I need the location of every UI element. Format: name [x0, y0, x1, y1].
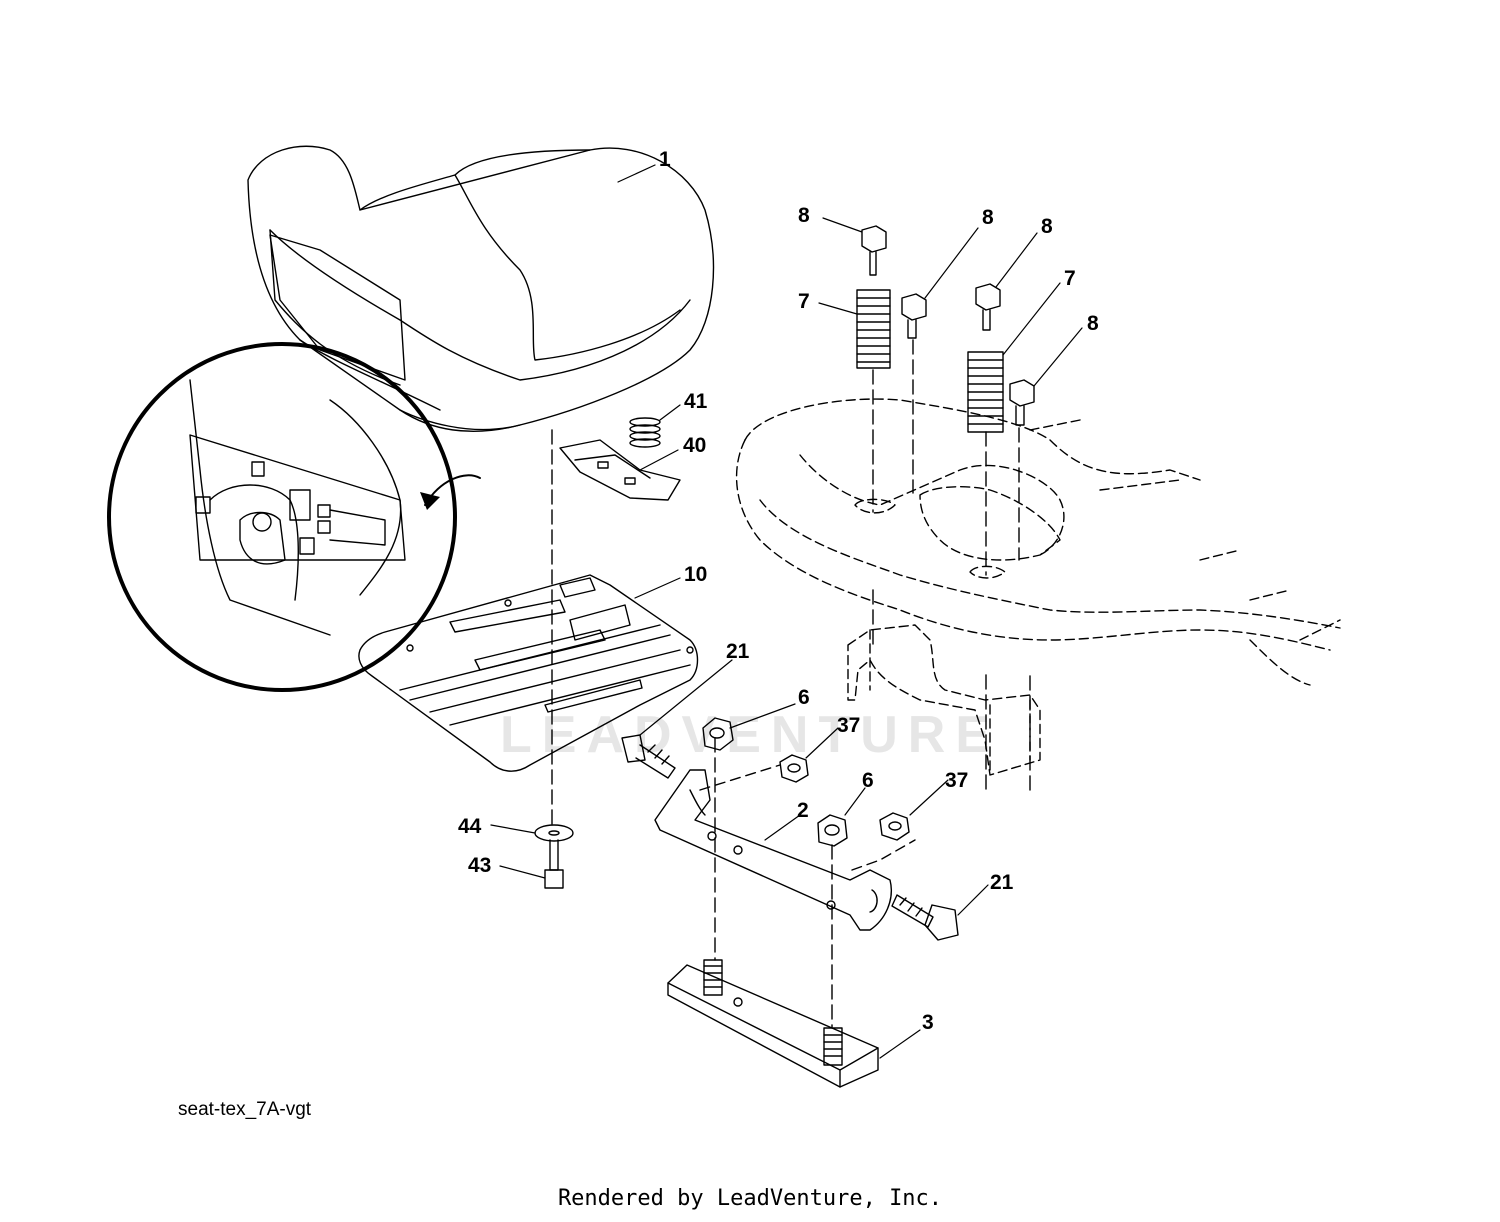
- nut-37-upper: [779, 754, 809, 783]
- bolt-21-left: [621, 734, 676, 779]
- bolt-8-d: [1009, 379, 1035, 426]
- spring-41: [629, 417, 661, 448]
- callout-8: 8: [982, 206, 994, 229]
- latch-40: [559, 439, 681, 501]
- callout-41: 41: [684, 390, 708, 413]
- bolt-43: [544, 839, 564, 889]
- nut-6-upper: [702, 717, 734, 751]
- callout-7: 7: [798, 290, 810, 313]
- callout-37: 37: [837, 714, 860, 737]
- callout-21: 21: [990, 871, 1014, 894]
- callout-10: 10: [684, 563, 707, 586]
- callout-3: 3: [922, 1011, 934, 1034]
- callout-2: 2: [797, 799, 809, 822]
- callout-8: 8: [798, 204, 810, 227]
- callout-43: 43: [468, 854, 491, 877]
- bolt-8-c: [975, 283, 1001, 331]
- spring-7-right: [967, 351, 1004, 433]
- callout-6: 6: [862, 769, 874, 792]
- callout-37: 37: [945, 769, 968, 792]
- callout-8: 8: [1041, 215, 1053, 238]
- callouts: 1 8 8 8 8 7 7 41 40 10 21 6 37 6 37 2 21…: [458, 148, 1099, 1034]
- bolt-21-right: [891, 894, 959, 941]
- callout-6: 6: [798, 686, 810, 709]
- frame-centerlines: [872, 339, 1031, 791]
- plate-3: [667, 959, 879, 1088]
- leader-lines: [490, 164, 1083, 1059]
- seat-pan-10: [358, 574, 699, 772]
- callout-1: 1: [659, 148, 671, 171]
- spring-7-left: [856, 289, 891, 369]
- callout-44: 44: [458, 815, 482, 838]
- nut-6-lower: [817, 814, 848, 847]
- bracket-2: [654, 769, 892, 931]
- drawing-code: seat-tex_7A-vgt: [178, 1099, 312, 1120]
- callout-7: 7: [1064, 267, 1076, 290]
- washer-44: [534, 824, 574, 842]
- bolt-8-b: [901, 293, 927, 339]
- callout-40: 40: [683, 434, 706, 457]
- detail-inset: [107, 342, 457, 692]
- callout-21: 21: [726, 640, 750, 663]
- watermark: LEADVENTURE: [500, 706, 1001, 764]
- bolt-8-a: [861, 225, 887, 276]
- callout-8: 8: [1087, 312, 1099, 335]
- frame-outline: [735, 398, 1341, 776]
- nut-37-lower: [879, 812, 910, 841]
- credit-line: Rendered by LeadVenture, Inc.: [557, 1186, 943, 1211]
- seat: [247, 145, 715, 433]
